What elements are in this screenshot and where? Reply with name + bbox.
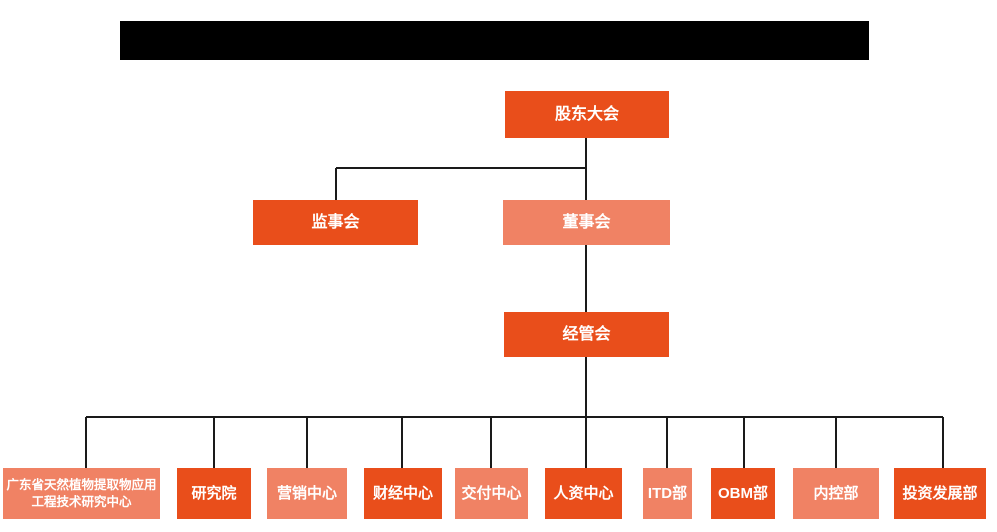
node-label: 投资发展部	[902, 484, 978, 502]
node-dept-obm: OBM部	[711, 468, 775, 519]
node-label: 交付中心	[461, 484, 522, 502]
node-label: 监事会	[311, 213, 360, 231]
node-label: 财经中心	[372, 484, 433, 502]
node-dept-delivery-center: 交付中心	[455, 468, 528, 519]
node-dept-hr-center: 人资中心	[545, 468, 622, 519]
node-supervisory-board: 监事会	[253, 200, 418, 245]
node-dept-marketing-center: 营销中心	[267, 468, 347, 519]
node-board-of-directors: 董事会	[503, 200, 670, 245]
node-dept-research-center: 广东省天然植物提取物应用工程技术研究中心	[3, 468, 160, 519]
node-label: 人资中心	[553, 484, 614, 502]
node-label: 广东省天然植物提取物应用工程技术研究中心	[6, 478, 157, 509]
node-management-committee: 经管会	[504, 312, 669, 357]
node-label: 内控部	[813, 484, 859, 502]
node-label: OBM部	[718, 484, 768, 502]
node-label: 经管会	[562, 325, 611, 343]
node-label: 研究院	[191, 484, 237, 502]
node-dept-internal-control: 内控部	[793, 468, 879, 519]
node-label: 营销中心	[276, 484, 337, 502]
redacted-title-bar	[120, 21, 869, 60]
node-dept-finance-center: 财经中心	[364, 468, 442, 519]
node-label: 股东大会	[554, 105, 619, 123]
node-dept-investment-development: 投资发展部	[894, 468, 986, 519]
node-dept-itd: ITD部	[643, 468, 692, 519]
node-label: ITD部	[647, 484, 688, 502]
node-dept-research-institute: 研究院	[177, 468, 251, 519]
node-label: 董事会	[562, 213, 611, 231]
node-shareholders-meeting: 股东大会	[505, 91, 669, 138]
